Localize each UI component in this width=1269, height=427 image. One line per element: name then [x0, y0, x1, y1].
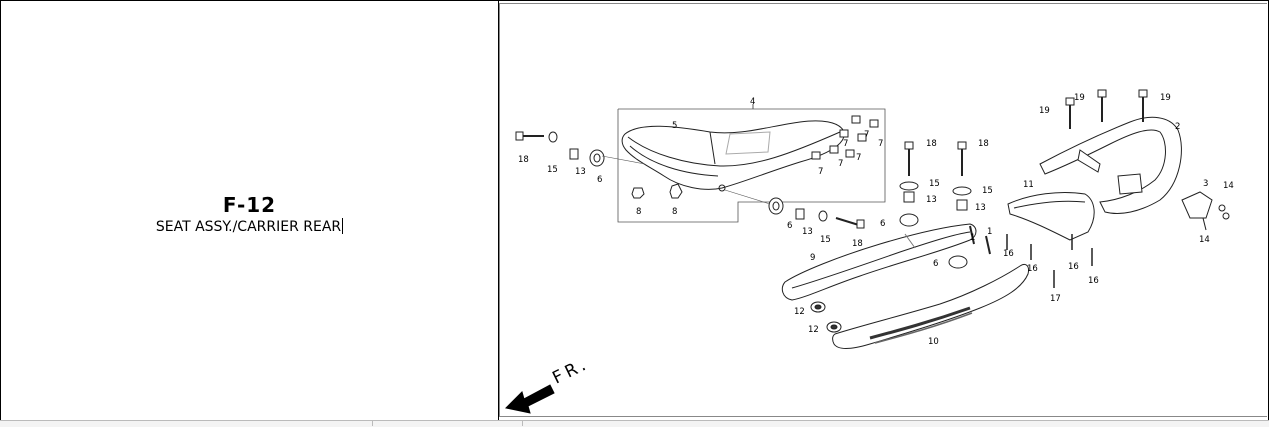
rear-carrier-part — [1039, 89, 1182, 214]
label-part-19b: 19 — [1074, 93, 1085, 103]
spring-parts — [969, 225, 991, 255]
label-part-1a: 1 — [970, 233, 975, 243]
side-rail-part — [781, 223, 977, 301]
label-part-7d: 7 — [856, 153, 861, 163]
diagram-cell: 4 5 18 15 13 6 8 8 7 7 7 7 7 7 6 13 15 1… — [499, 3, 1267, 417]
label-part-15b: 15 — [820, 235, 831, 245]
label-part-3: 3 — [1203, 179, 1208, 189]
label-part-16b: 16 — [1027, 264, 1038, 274]
label-part-2: 2 — [1175, 122, 1180, 132]
label-part-19c: 19 — [1160, 93, 1171, 103]
label-part-9: 9 — [810, 253, 815, 263]
label-part-14b: 14 — [1199, 235, 1210, 245]
label-part-16a: 16 — [1003, 249, 1014, 259]
label-part-8: 8 — [636, 207, 641, 217]
label-part-15d: 15 — [982, 186, 993, 196]
tail-piece-part — [1007, 191, 1095, 241]
label-part-12a: 12 — [794, 307, 805, 317]
label-part-6d: 6 — [933, 259, 938, 269]
label-part-8b: 8 — [672, 207, 677, 217]
screw-parts — [1006, 234, 1093, 288]
left-mount-hardware — [515, 131, 646, 167]
bottom-tick — [372, 420, 373, 426]
front-direction-indicator: FR. — [504, 354, 593, 414]
label-part-13c: 13 — [926, 195, 937, 205]
bracket-part — [1181, 191, 1230, 231]
label-part-13: 13 — [575, 167, 586, 177]
label-part-7e: 7 — [838, 159, 843, 169]
bottom-tick — [522, 420, 523, 426]
text-cursor — [342, 218, 344, 234]
label-part-16c: 16 — [1068, 262, 1079, 272]
label-part-18b: 18 — [852, 239, 863, 249]
label-part-1b: 1 — [987, 227, 992, 237]
part-number-labels: 4 5 18 15 13 6 8 8 7 7 7 7 7 7 6 13 15 1… — [518, 93, 1234, 347]
side-cover-part — [832, 263, 1029, 349]
label-part-5: 5 — [672, 121, 677, 131]
label-part-10: 10 — [928, 337, 939, 347]
exploded-parts-diagram: 4 5 18 15 13 6 8 8 7 7 7 7 7 7 6 13 15 1… — [504, 89, 1234, 414]
label-part-6b: 6 — [787, 221, 792, 231]
part-info-cell: F-12 SEAT ASSY./CARRIER REAR — [1, 1, 499, 425]
label-part-13d: 13 — [975, 203, 986, 213]
front-direction-label: FR. — [549, 354, 592, 389]
seat-assembly-group — [617, 104, 886, 223]
seat-part — [621, 120, 845, 192]
label-part-14a: 14 — [1223, 181, 1234, 191]
label-part-7b: 7 — [878, 139, 883, 149]
label-part-11: 11 — [1023, 180, 1034, 190]
right-mount-hardware — [724, 189, 865, 229]
label-part-12b: 12 — [808, 325, 819, 335]
label-part-18: 18 — [518, 155, 529, 165]
label-part-16d: 16 — [1088, 276, 1099, 286]
figure-title: SEAT ASSY./CARRIER REAR — [1, 218, 498, 235]
label-part-18c: 18 — [926, 139, 937, 149]
label-part-13b: 13 — [802, 227, 813, 237]
label-part-18d: 18 — [978, 139, 989, 149]
label-part-7a: 7 — [864, 130, 869, 140]
clip-parts — [811, 115, 879, 160]
bottom-border — [0, 420, 1269, 427]
label-part-7c: 7 — [843, 139, 848, 149]
figure-title-text: SEAT ASSY./CARRIER REAR — [155, 219, 342, 235]
label-part-15: 15 — [547, 165, 558, 175]
grommet-parts — [810, 301, 842, 333]
label-part-4: 4 — [750, 97, 755, 107]
center-mount-hardware — [899, 141, 972, 269]
label-part-15c: 15 — [929, 179, 940, 189]
label-part-19a: 19 — [1039, 106, 1050, 116]
label-part-7f: 7 — [818, 167, 823, 177]
nut-parts — [631, 183, 683, 199]
label-part-17: 17 — [1050, 294, 1061, 304]
figure-code: F-12 — [222, 193, 277, 217]
label-part-6c: 6 — [880, 219, 885, 229]
label-part-6: 6 — [597, 175, 602, 185]
front-arrow-icon — [504, 384, 555, 414]
